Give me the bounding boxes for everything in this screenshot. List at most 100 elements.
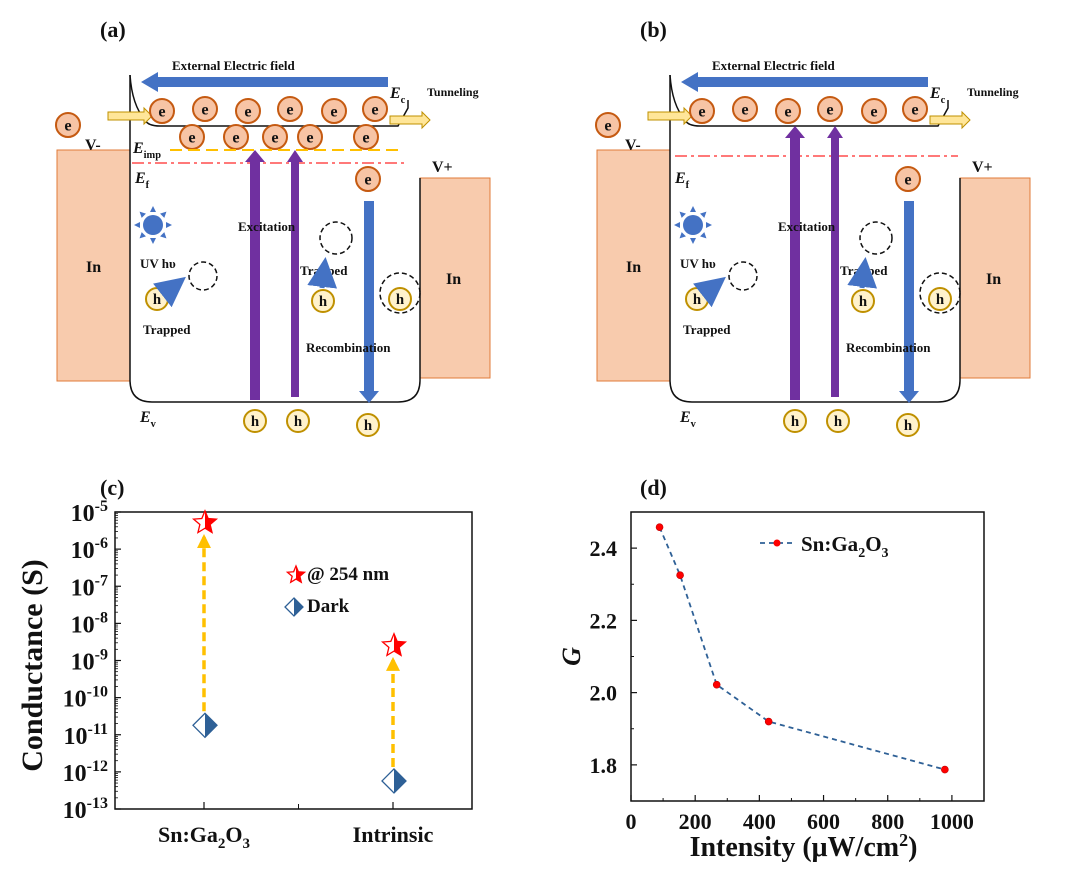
electron-circle: [55, 112, 81, 138]
y-tick-label: 10-7: [71, 572, 108, 601]
sun-ray: [700, 211, 707, 218]
sun-ray: [706, 222, 712, 228]
electrode-right: [419, 177, 491, 379]
hole-label: h: [153, 292, 162, 308]
sun-ray: [160, 211, 167, 218]
recombination-arrow-head: [899, 391, 919, 403]
hole: h: [851, 289, 875, 313]
valence-band-edge: [129, 75, 421, 403]
ev-label: Ev: [139, 409, 157, 430]
excitation-arrow-head: [245, 150, 265, 162]
x-tick-label: 200: [679, 809, 712, 834]
x-tick-label: 1000: [930, 809, 974, 834]
hole-label: h: [834, 414, 843, 430]
y-tick-label: 10-9: [71, 647, 108, 676]
electron-circle: [192, 96, 218, 122]
electron-label: e: [698, 102, 705, 120]
electron-label: e: [306, 128, 313, 146]
excitation-label: Excitation: [778, 219, 836, 234]
electron: e: [192, 96, 218, 122]
electron-label: e: [371, 100, 378, 118]
electron-label: e: [158, 102, 165, 120]
sun-ray: [160, 232, 167, 239]
electron-circle: [362, 96, 388, 122]
y-tick-label: 10-13: [63, 795, 108, 824]
hole: h: [145, 287, 169, 311]
v-plus-label: V+: [432, 159, 453, 176]
v-plus-label: V+: [972, 159, 993, 176]
trap-site: [859, 221, 893, 255]
excitation-arrow-shaft: [250, 162, 260, 400]
electron: e: [732, 96, 758, 122]
sun-ray: [139, 211, 146, 218]
uv-sun-icon: [674, 206, 712, 244]
trap-arrow: [153, 276, 186, 308]
hole-circle: [896, 413, 920, 437]
electron-label: e: [870, 102, 877, 120]
x-tick-label: Sn:Ga2O3: [158, 822, 250, 852]
electron-circle: [689, 98, 715, 124]
electron-label: e: [64, 116, 71, 134]
y-axis-label: Conductance (S): [16, 559, 49, 772]
data-point: [676, 571, 684, 580]
electron-circle: [902, 96, 928, 122]
x-tick-label: 800: [871, 809, 904, 834]
data-point: [655, 523, 664, 531]
plot-frame: [114, 511, 473, 810]
panel-label: (b): [640, 17, 667, 42]
legend-star-marker: [285, 564, 307, 584]
electron-circle: [321, 98, 347, 124]
hole: h: [388, 287, 412, 311]
hole: h: [783, 409, 807, 433]
diamond-fill: [394, 768, 406, 793]
electric-field-arrow: [681, 72, 928, 92]
electron: e: [775, 98, 801, 124]
legend-marker: [773, 539, 781, 547]
excitation-arrow-head: [827, 126, 843, 138]
panel-c-conductance-chart: (c)10-510-610-710-810-910-1010-1110-1210…: [16, 475, 473, 852]
electron: e: [355, 166, 381, 192]
hole-label: h: [936, 292, 945, 308]
hole-label: h: [251, 414, 260, 430]
x-tick-label: Intrinsic: [353, 822, 434, 847]
data-point-dark: [192, 712, 218, 739]
diamond-fill: [205, 713, 217, 738]
legend-diamond-marker: [284, 597, 304, 617]
series-line: [658, 526, 946, 771]
trapped-label: Trapped: [683, 322, 731, 337]
electron-circle: [732, 96, 758, 122]
electron: e: [149, 98, 175, 124]
electron-label: e: [364, 170, 371, 188]
recombination-label: Recombination: [306, 340, 391, 355]
electron: e: [235, 98, 261, 124]
y-tick-label: 10-8: [71, 609, 108, 638]
electron: e: [297, 124, 323, 150]
recombination-arrow-shaft: [364, 201, 374, 391]
trap-arrow: [847, 257, 878, 289]
hole-circle: [388, 287, 412, 311]
ef-label: Ef: [674, 170, 690, 191]
sun-ray: [700, 232, 707, 239]
hole-circle: [928, 287, 952, 311]
hole-circle: [356, 413, 380, 437]
trap-site: [379, 272, 421, 314]
electrode-right-label: In: [986, 271, 1001, 288]
ev-label: Ev: [679, 409, 697, 430]
hole-circle: [243, 409, 267, 433]
hole-circle: [311, 289, 335, 313]
ec-label: Ec: [929, 85, 946, 106]
hole-circle: [826, 409, 850, 433]
hole: h: [685, 287, 709, 311]
electron-circle: [235, 98, 261, 124]
hole: h: [311, 289, 335, 313]
uv-label: UV hυ: [140, 256, 176, 271]
trapped-label: Trapped: [143, 322, 191, 337]
electron: e: [262, 124, 288, 150]
electron-label: e: [784, 102, 791, 120]
electron: e: [55, 112, 81, 138]
sun-ray: [690, 238, 696, 244]
trap-site: [319, 221, 353, 255]
data-point: [764, 717, 773, 726]
